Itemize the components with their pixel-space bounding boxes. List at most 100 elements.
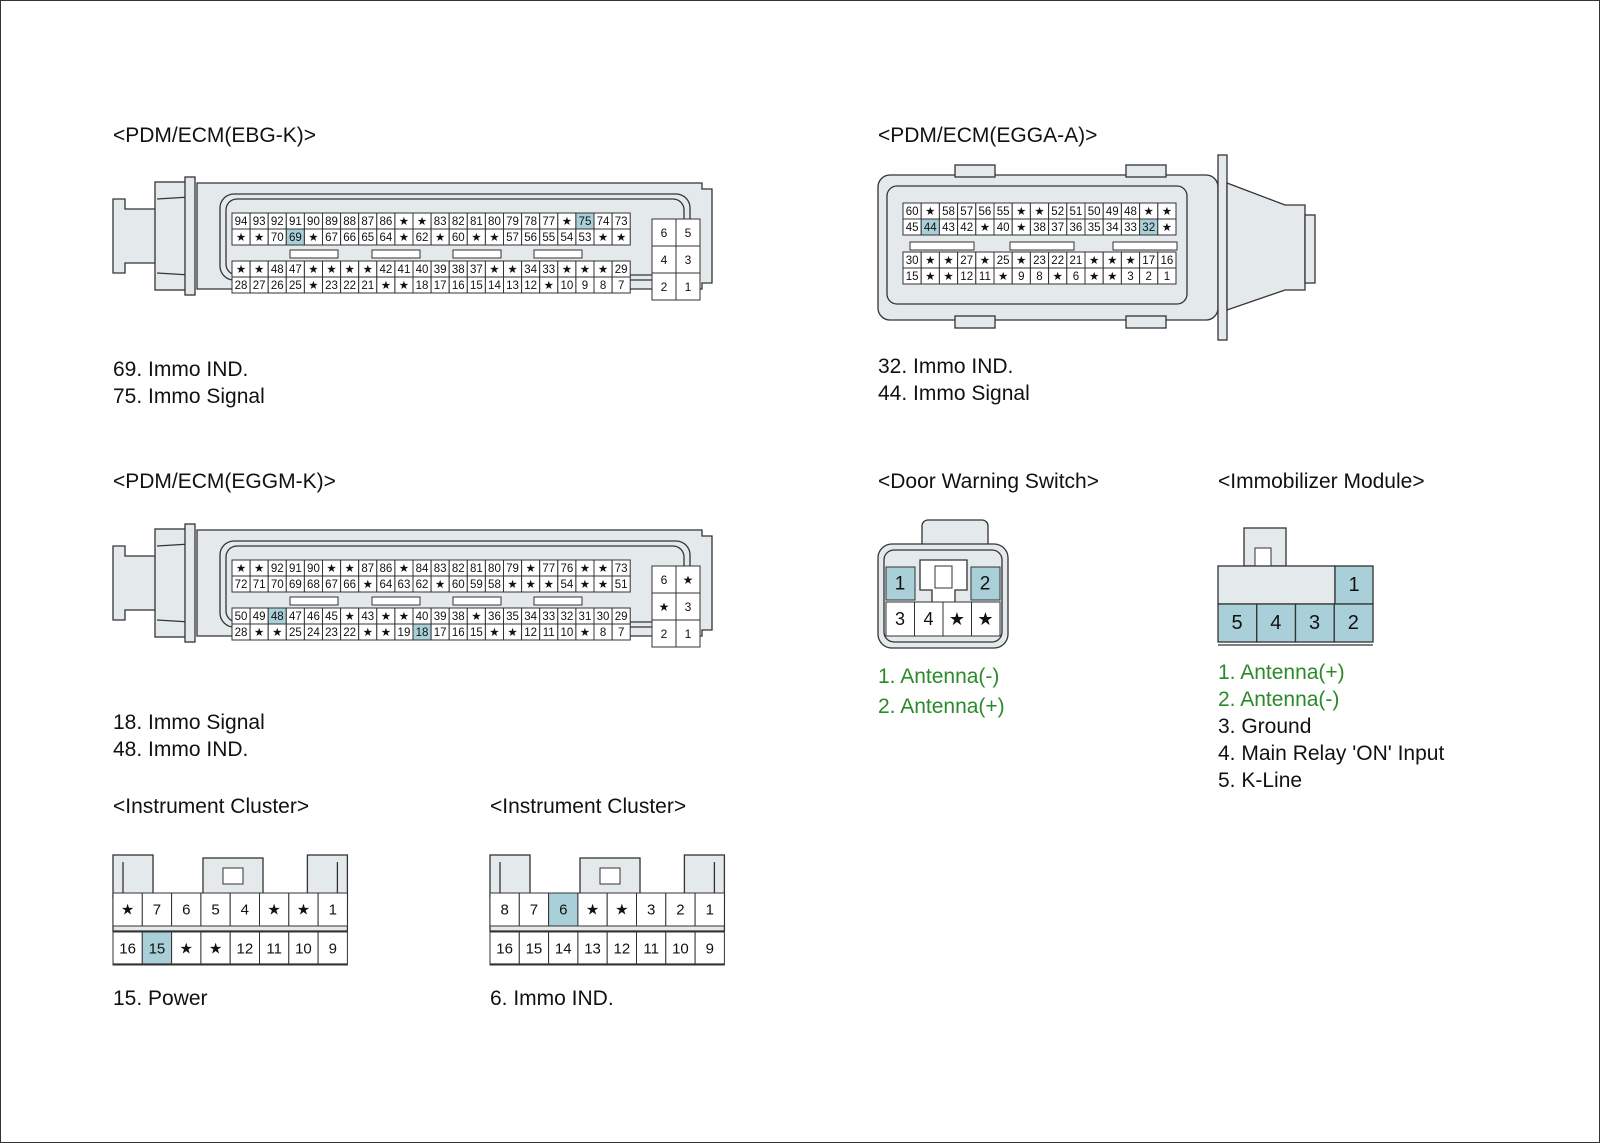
pin-label: 60: [452, 579, 465, 591]
pin-label: 39: [434, 611, 447, 623]
pin-label: 7: [530, 902, 538, 919]
pin-label: 70: [271, 579, 284, 591]
pin-label: 79: [506, 563, 519, 575]
pin-label: ★: [435, 579, 445, 591]
pin-label: 25: [289, 280, 302, 292]
pin-label: ★: [121, 902, 134, 919]
ebg-k-pin-labels: 69. Immo IND. 75. Immo Signal: [113, 356, 265, 410]
pin-label: 7: [618, 627, 624, 639]
pin-label: 12: [524, 627, 537, 639]
pin-label: 64: [379, 232, 392, 244]
pin-label: ★: [659, 600, 670, 614]
latch-tab: [954, 315, 996, 329]
pin-cell: [577, 892, 608, 927]
pin-label: 15. Power: [113, 987, 208, 1010]
pin-label: 47: [289, 264, 302, 276]
pin-label: ★: [267, 902, 280, 919]
pin-label: 1: [706, 902, 714, 919]
pin-label: 56: [524, 232, 537, 244]
pin-cell: [636, 931, 667, 966]
latch: [489, 854, 531, 898]
pin-label: ★: [254, 232, 264, 244]
pin-label: ★: [1125, 255, 1135, 267]
cluster-a-title: <Instrument Cluster>: [113, 795, 310, 818]
latch-tab: [1125, 164, 1167, 178]
pin-label: 3: [1127, 271, 1133, 283]
pin-label: 69: [289, 579, 302, 591]
pin-label: 4: [661, 253, 668, 267]
pin-label: 17: [1142, 255, 1155, 267]
pin-label: ★: [308, 280, 318, 292]
pin-label: 25: [289, 627, 302, 639]
pin-label: ★: [525, 563, 535, 575]
latch-slot: [1254, 547, 1272, 567]
pin-label: ★: [308, 264, 318, 276]
flange: [1217, 154, 1228, 341]
pin-label: 11: [979, 271, 991, 283]
pin-label: 12: [614, 941, 631, 958]
pin-label: ★: [1107, 271, 1117, 283]
pin-label: ★: [1089, 255, 1099, 267]
pin-label: 60: [906, 206, 919, 218]
pin-label: 47: [289, 611, 302, 623]
pin-cell: [229, 892, 260, 927]
pin-cell: [675, 245, 701, 274]
pin-cell: [675, 218, 701, 247]
pin-label: 77: [542, 563, 555, 575]
pin-label: 12: [524, 280, 537, 292]
pin-label: ★: [544, 579, 554, 591]
pin-label: 89: [325, 216, 338, 228]
pin-label: ★: [344, 611, 354, 623]
pin-label: 50: [1088, 206, 1101, 218]
eggm-k-pin-labels: 18. Immo Signal 48. Immo IND.: [113, 709, 265, 763]
pin-label: ★: [381, 611, 391, 623]
pin-label: 18. Immo Signal: [113, 711, 265, 734]
pin-label: 16: [119, 941, 136, 958]
pin-cell: [1157, 218, 1177, 236]
pin-label: 2: [661, 627, 668, 641]
pin-label: 65: [361, 232, 374, 244]
pin-label: 29: [615, 264, 628, 276]
pin-cell: [1157, 267, 1177, 285]
pin-label: 56: [979, 206, 992, 218]
pin-label: 19: [398, 627, 411, 639]
pin-label: 16: [1161, 255, 1174, 267]
cluster-a-pin-labels: 15. Power: [113, 985, 208, 1012]
pin-cell: [1294, 603, 1335, 643]
pin-label: 11: [643, 941, 659, 958]
flange: [184, 523, 196, 643]
pin-label: 88: [343, 216, 356, 228]
pin-label: 18: [416, 627, 429, 639]
connector-body: [1217, 565, 1336, 605]
pin-label: 76: [560, 563, 573, 575]
pin-cell: [1217, 603, 1258, 643]
pin-label: 67: [325, 232, 338, 244]
pin-label: 6: [559, 902, 567, 919]
pin-cell: [675, 592, 701, 621]
pin-label: 40: [416, 264, 429, 276]
pin-label: ★: [598, 579, 608, 591]
key-slot: [1009, 241, 1075, 251]
pin-label: 32. Immo IND.: [878, 355, 1014, 378]
pin-label: 16: [452, 627, 465, 639]
pin-cell: [1333, 603, 1374, 643]
pin-label: 43: [361, 611, 374, 623]
pin-label: 9: [1018, 271, 1024, 283]
pin-label: 57: [506, 232, 519, 244]
pin-label: 42: [379, 264, 392, 276]
pin-label: 40: [997, 222, 1010, 234]
pin-label: ★: [381, 627, 391, 639]
pin-label: ★: [363, 627, 373, 639]
pin-label: 1: [685, 627, 692, 641]
immobilizer-pin-labels: 1. Antenna(+) 2. Antenna(-) 3. Ground 4.…: [1218, 659, 1444, 794]
pin-label: 27: [960, 255, 973, 267]
pin-label: 80: [488, 216, 501, 228]
pin-label: 2: [661, 280, 668, 294]
pin-label: ★: [998, 271, 1008, 283]
pin-label: 12: [960, 271, 973, 283]
pin-label: 8: [600, 280, 606, 292]
pin-label: 42: [960, 222, 973, 234]
pin-label: 50: [235, 611, 248, 623]
pin-label: 26: [271, 280, 284, 292]
pin-cell: [611, 228, 631, 246]
